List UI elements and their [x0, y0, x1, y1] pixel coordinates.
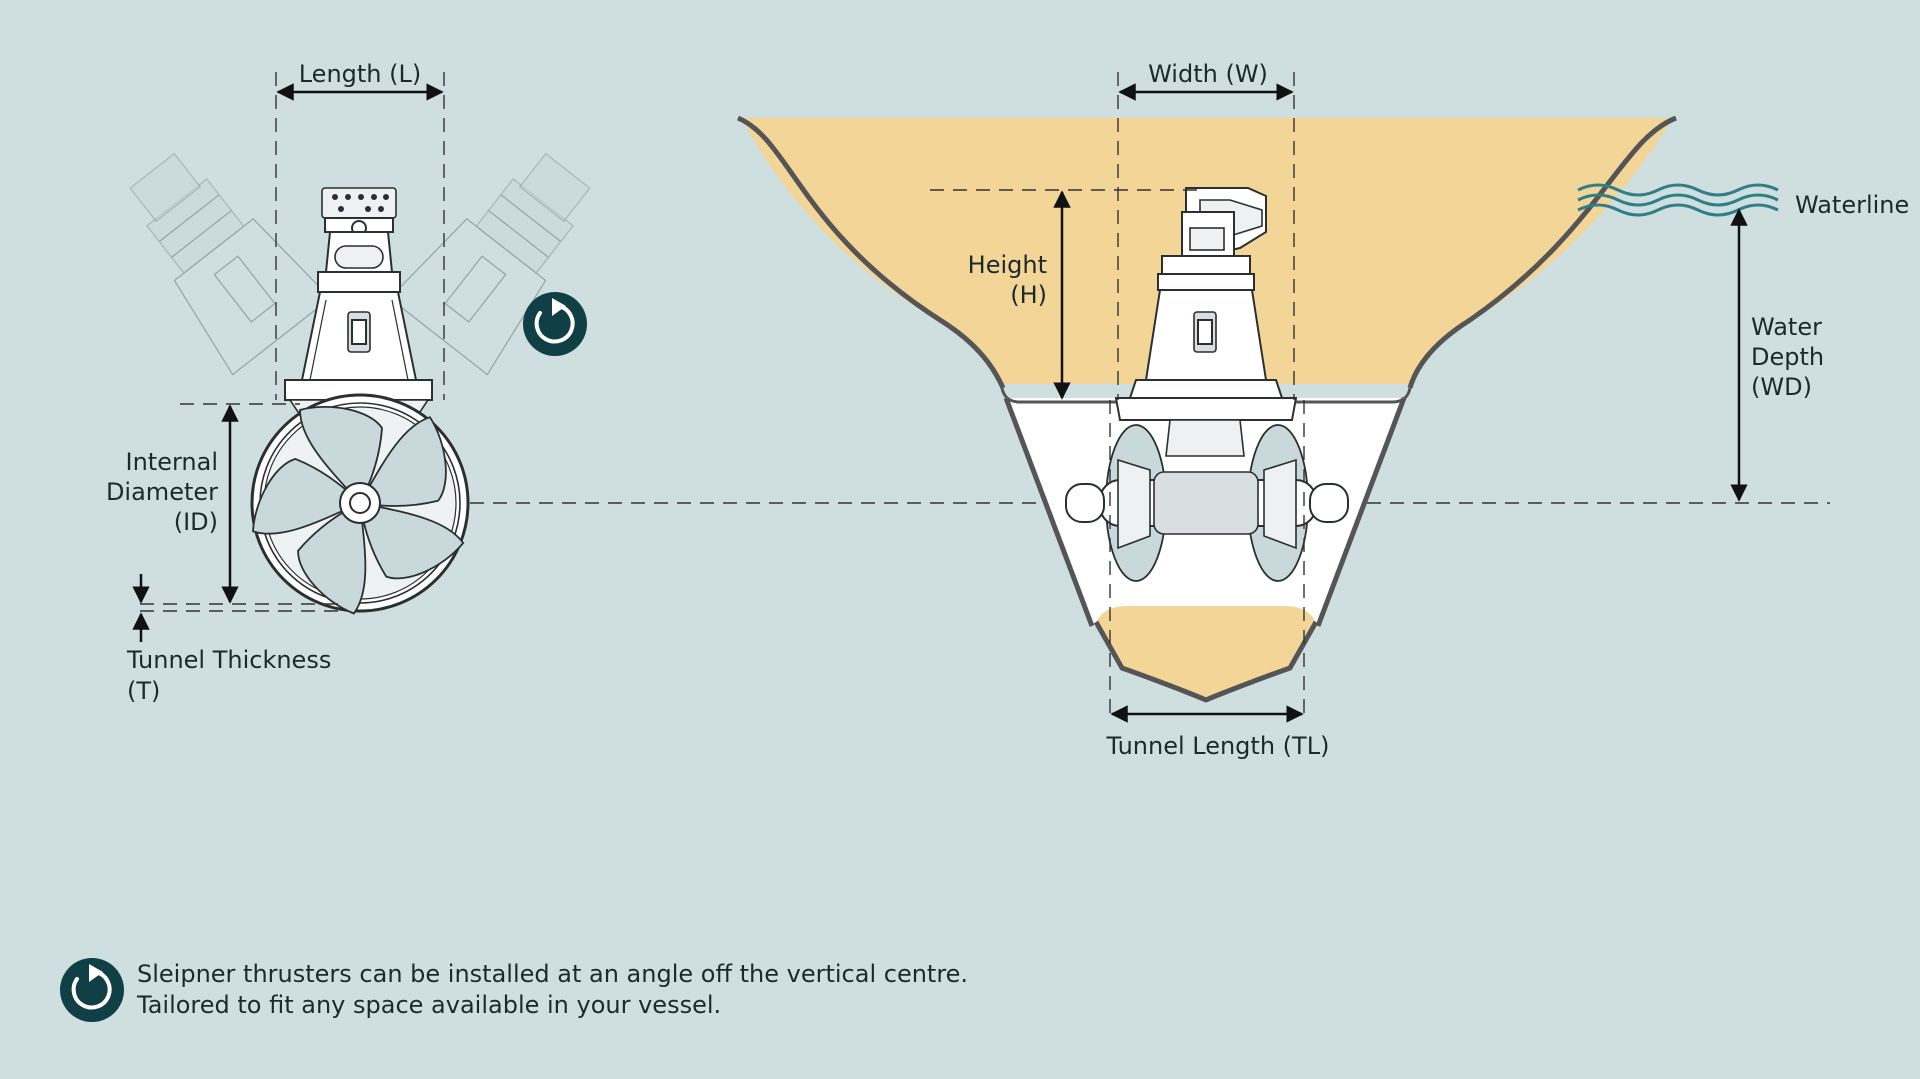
height-label-line2: (H): [1010, 281, 1047, 309]
water-depth-label-line3: (WD): [1751, 373, 1812, 401]
tunnel-thickness-label-line2: (T): [127, 677, 160, 705]
height-label-line1: Height: [968, 251, 1047, 279]
length-dimension: [275, 72, 445, 400]
tunnel-thickness-label-line1: Tunnel Thickness: [126, 646, 331, 674]
footer-note: Sleipner thrusters can be installed at a…: [60, 958, 968, 1022]
height-dimension: [930, 189, 1200, 400]
water-depth-label-line1: Water: [1751, 313, 1822, 341]
waterline-label: Waterline: [1795, 191, 1909, 219]
internal-diameter-label-line2: Diameter: [106, 478, 218, 506]
internal-diameter-dimension: [180, 403, 300, 604]
length-label: Length (L): [299, 60, 422, 88]
angled-thruster-ghost-left: [129, 152, 332, 376]
angled-thruster-ghost-right: [388, 152, 591, 376]
thruster-front-view: [250, 187, 470, 615]
width-dimension: [1117, 72, 1295, 400]
rotate-clockwise-icon: [60, 958, 124, 1022]
internal-diameter-label-line3: (ID): [174, 508, 218, 536]
water-depth-label-line2: Depth: [1751, 343, 1824, 371]
tunnel-length-label: Tunnel Length (TL): [1106, 732, 1330, 760]
tunnel-thickness-dimension: [132, 574, 340, 642]
footer-text: Sleipner thrusters can be installed at a…: [137, 959, 968, 1021]
width-label: Width (W): [1148, 60, 1268, 88]
thruster-side-view: [1065, 187, 1349, 582]
footer-line2: Tailored to fit any space available in y…: [137, 991, 722, 1019]
internal-diameter-label-line1: Internal: [126, 448, 219, 476]
propeller-blades: [252, 406, 465, 615]
tunnel-length-dimension: [1109, 400, 1305, 723]
footer-line1: Sleipner thrusters can be installed at a…: [137, 960, 969, 988]
rotate-clockwise-icon: [523, 292, 587, 356]
